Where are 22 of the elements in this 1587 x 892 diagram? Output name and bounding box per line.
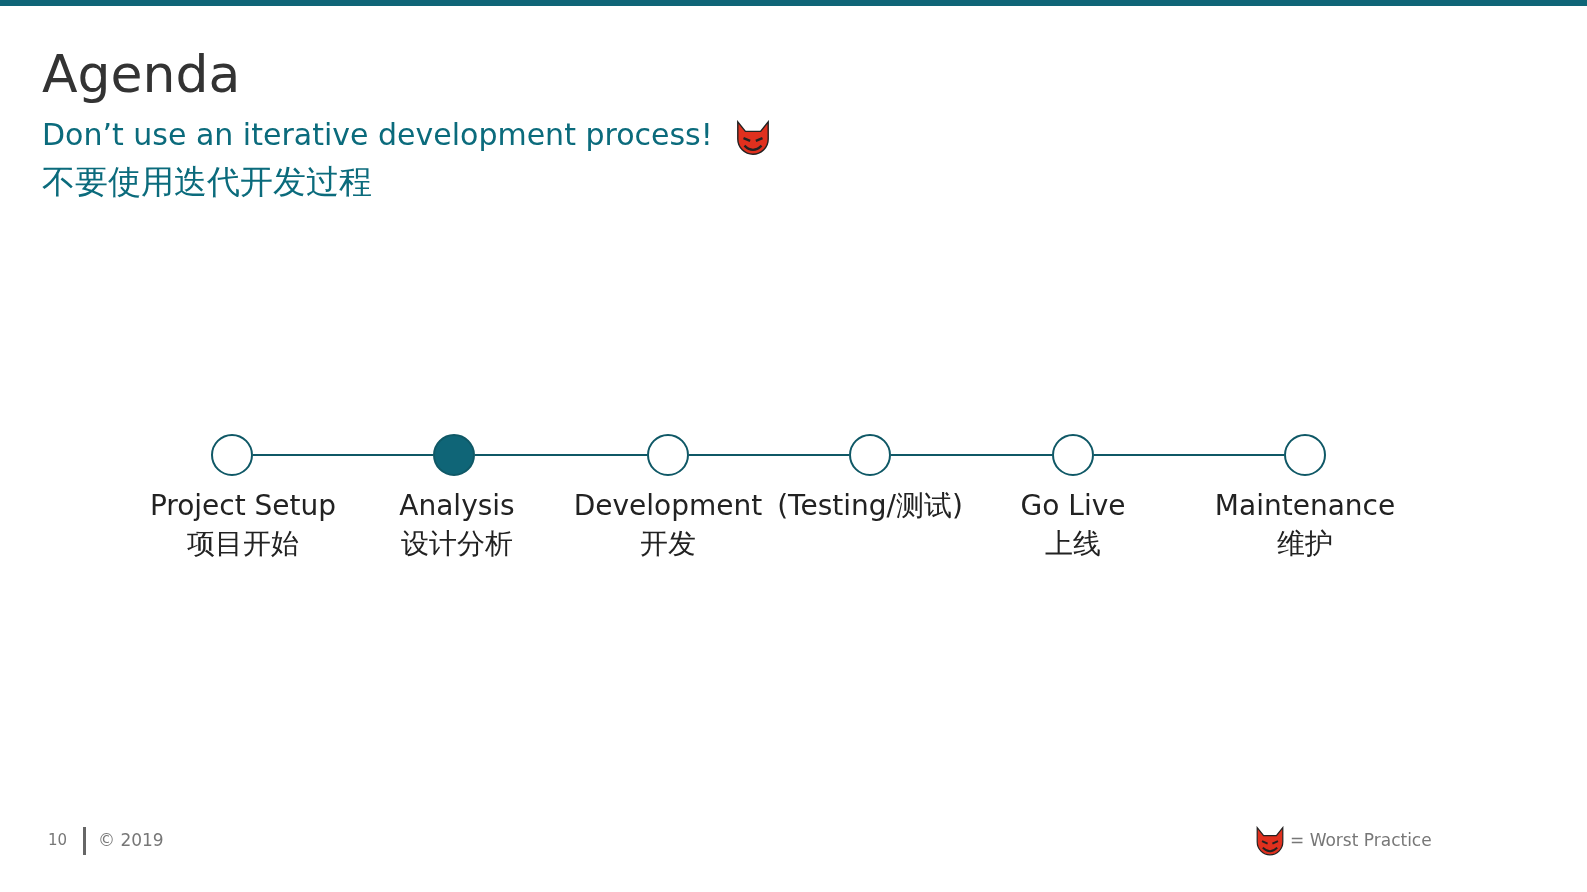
milestone-label: (Testing/测试) <box>777 488 963 524</box>
milestone-label: 设计分析 <box>401 526 513 562</box>
milestone-label: 上线 <box>1045 526 1101 562</box>
timeline-line <box>1093 454 1285 456</box>
timeline-line <box>252 454 434 456</box>
milestone-label: Development <box>573 488 763 524</box>
page-number: 10 <box>48 831 68 849</box>
title: Agenda <box>42 44 241 104</box>
legend-text: = Worst Practice <box>1290 830 1432 850</box>
subtitle: Don’t use an iterative development process! <box>42 117 713 152</box>
milestone-label: 开发 <box>640 526 696 562</box>
subtitle: 不要使用迭代开发过程 <box>42 161 372 203</box>
timeline-line <box>688 454 850 456</box>
milestone-label: 项目开始 <box>187 526 299 562</box>
timeline-line <box>474 454 648 456</box>
milestone-label: 维护 <box>1277 526 1333 562</box>
milestone-label: Analysis <box>399 488 515 524</box>
milestone-label: Project Setup <box>149 488 337 524</box>
timeline-line <box>890 454 1053 456</box>
milestone-label: Go Live <box>1020 488 1126 524</box>
copyright-text: © 2019 <box>98 830 164 850</box>
milestone-label: Maintenance <box>1214 488 1396 524</box>
